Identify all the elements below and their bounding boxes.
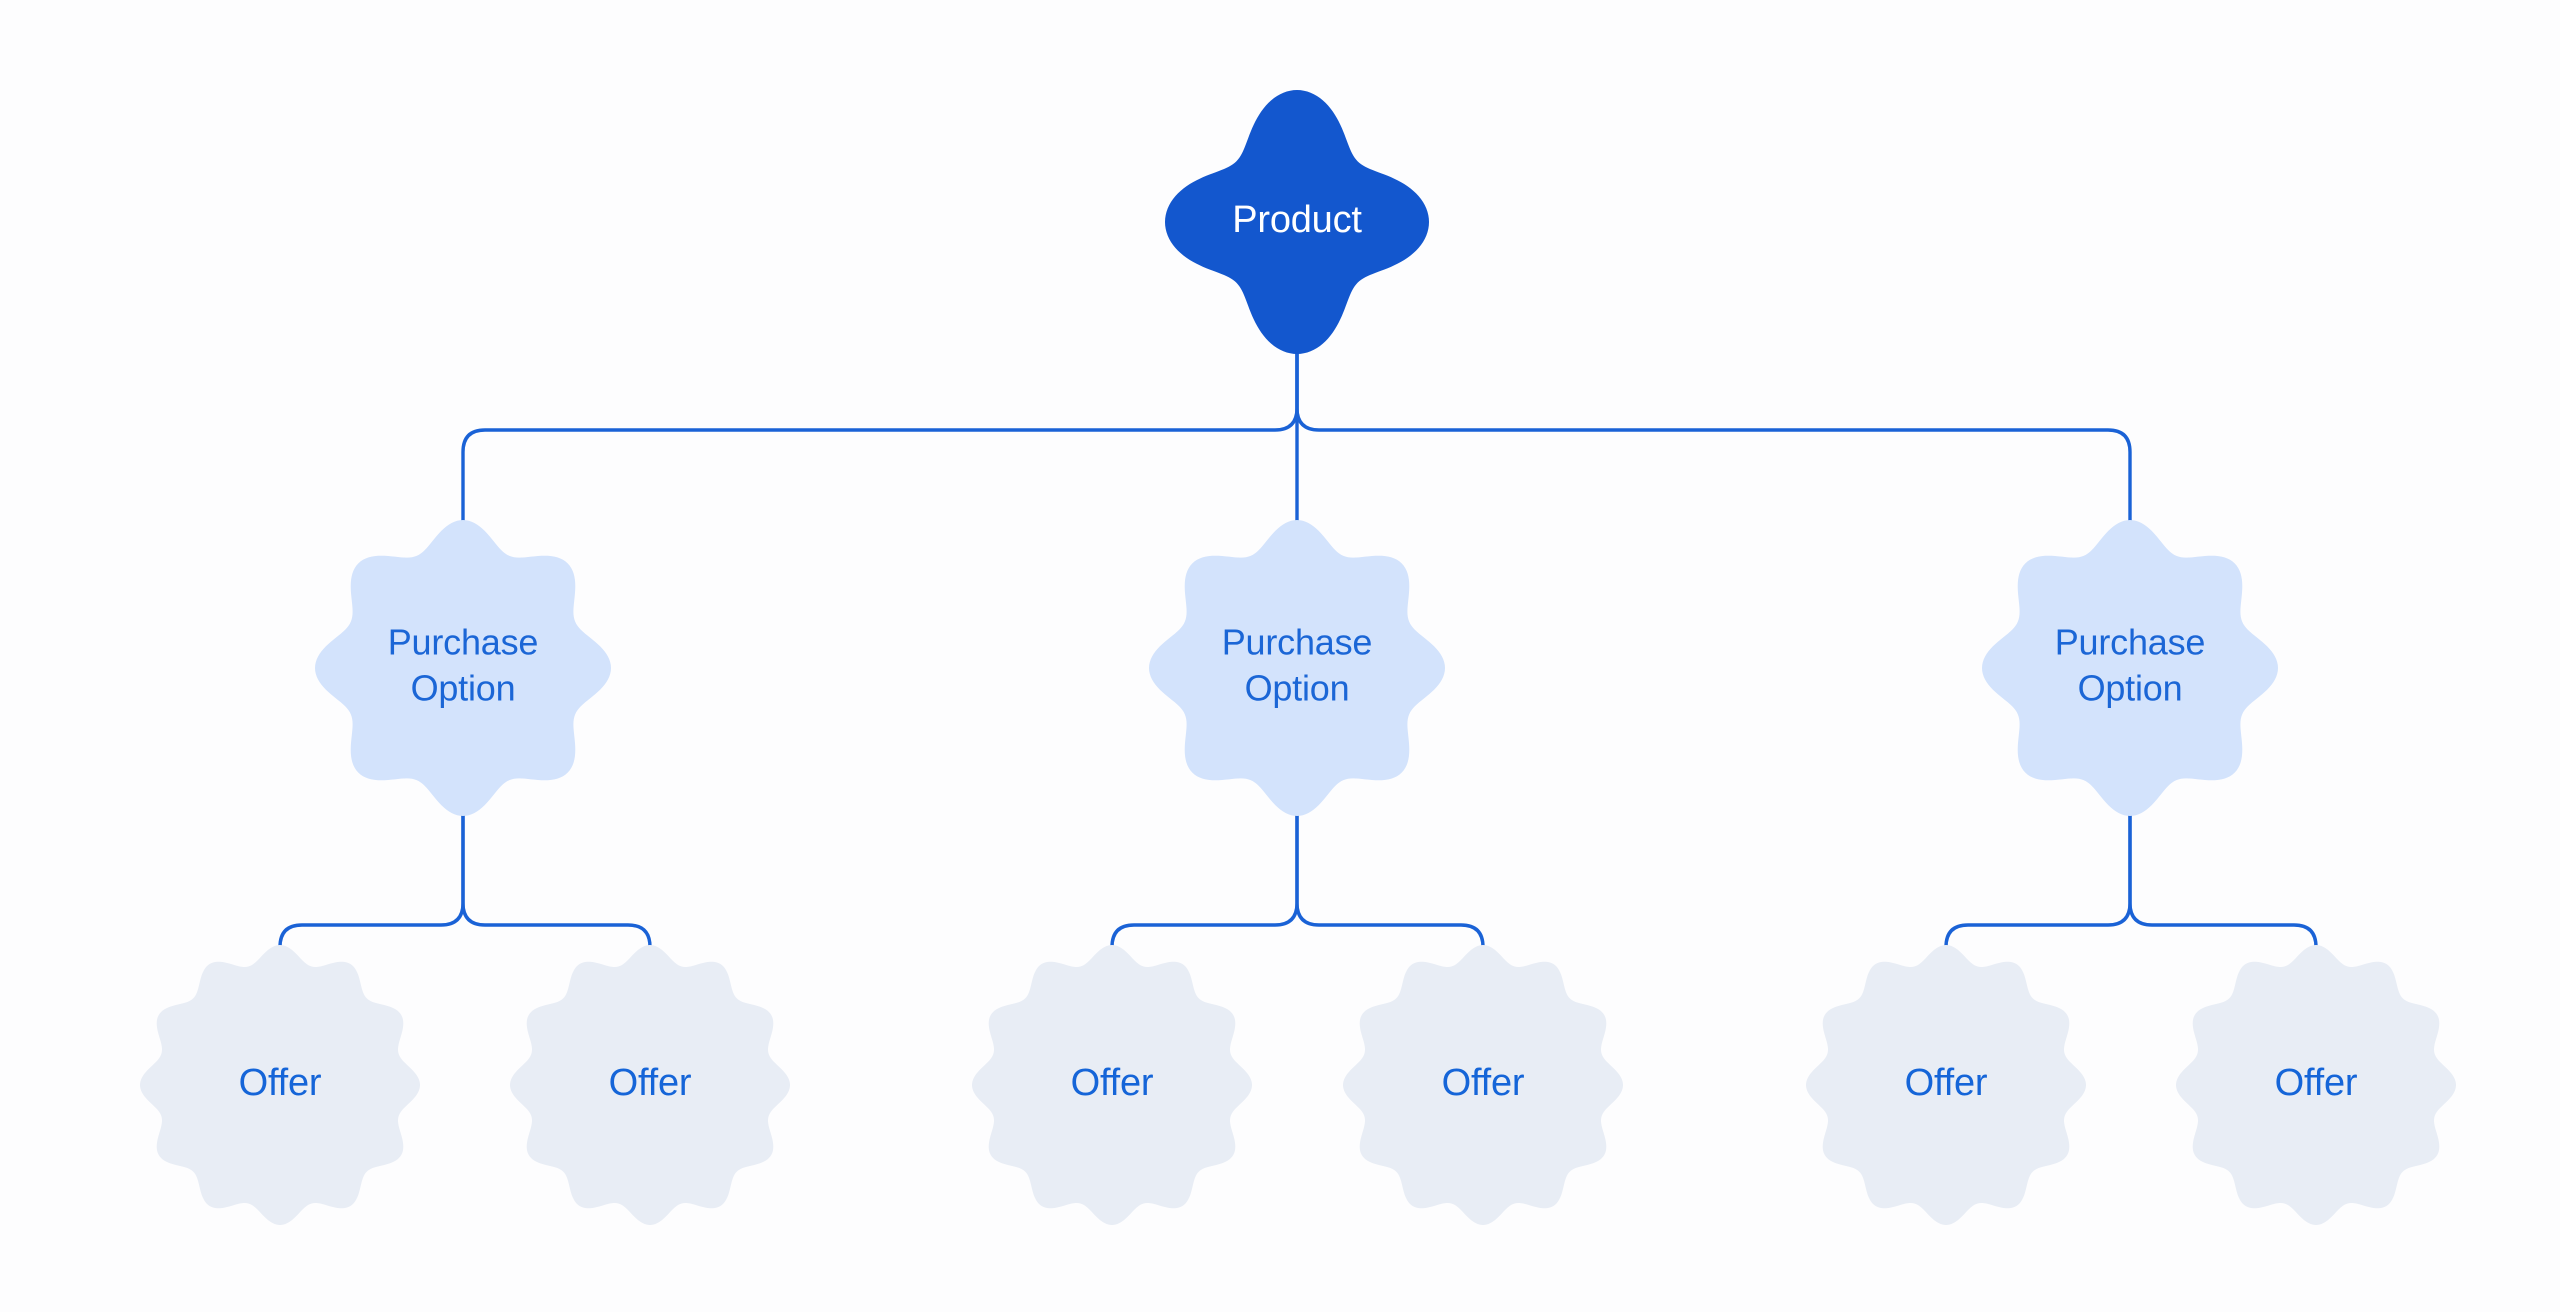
nodes-layer: ProductPurchaseOptionPurchaseOptionPurch… xyxy=(140,90,2456,1225)
node-purchase-option-1-shape xyxy=(315,520,611,816)
connector-purchase-option-2-to-offer-4 xyxy=(1295,789,1485,963)
node-offer-1-shape xyxy=(140,945,420,1225)
node-offer-2-shape xyxy=(510,945,790,1225)
connector-root-to-purchase-option-1 xyxy=(461,308,1299,547)
node-offer-6[interactable]: Offer xyxy=(2176,945,2456,1225)
node-purchase-option-2-label: Option xyxy=(1245,668,1350,709)
node-offer-5[interactable]: Offer xyxy=(1806,945,2086,1225)
node-offer-1[interactable]: Offer xyxy=(140,945,420,1225)
node-offer-3[interactable]: Offer xyxy=(972,945,1252,1225)
connector-purchase-option-1-to-offer-1 xyxy=(278,789,465,963)
node-product-label: Product xyxy=(1232,199,1362,241)
node-offer-4-shape xyxy=(1343,945,1623,1225)
connectors-layer xyxy=(278,308,2318,963)
node-offer-6-label: Offer xyxy=(2275,1062,2358,1104)
node-offer-3-label: Offer xyxy=(1071,1062,1154,1104)
node-purchase-option-3-label: Purchase xyxy=(2055,621,2206,662)
node-purchase-option-1-label: Option xyxy=(411,668,516,709)
node-offer-2[interactable]: Offer xyxy=(510,945,790,1225)
node-purchase-option-1-label: Purchase xyxy=(388,621,539,662)
node-offer-2-label: Offer xyxy=(609,1062,692,1104)
node-product[interactable]: Product xyxy=(1165,90,1429,354)
node-offer-6-shape xyxy=(2176,945,2456,1225)
node-purchase-option-2-shape xyxy=(1149,520,1445,816)
node-purchase-option-3-label: Option xyxy=(2078,668,2183,709)
connector-purchase-option-3-to-offer-5 xyxy=(1944,789,2132,963)
node-offer-4[interactable]: Offer xyxy=(1343,945,1623,1225)
connector-purchase-option-3-to-offer-6 xyxy=(2128,789,2318,963)
node-offer-3-shape xyxy=(972,945,1252,1225)
node-product-shape xyxy=(1165,90,1429,354)
node-offer-1-label: Offer xyxy=(239,1062,322,1104)
connector-purchase-option-2-to-offer-3 xyxy=(1110,789,1299,963)
node-offer-5-shape xyxy=(1806,945,2086,1225)
node-offer-5-label: Offer xyxy=(1905,1062,1988,1104)
node-purchase-option-2-label: Purchase xyxy=(1222,621,1373,662)
connector-purchase-option-1-to-offer-2 xyxy=(461,789,652,963)
node-purchase-option-3-shape xyxy=(1982,520,2278,816)
node-offer-4-label: Offer xyxy=(1442,1062,1525,1104)
connector-root-to-purchase-option-3 xyxy=(1295,308,2132,547)
